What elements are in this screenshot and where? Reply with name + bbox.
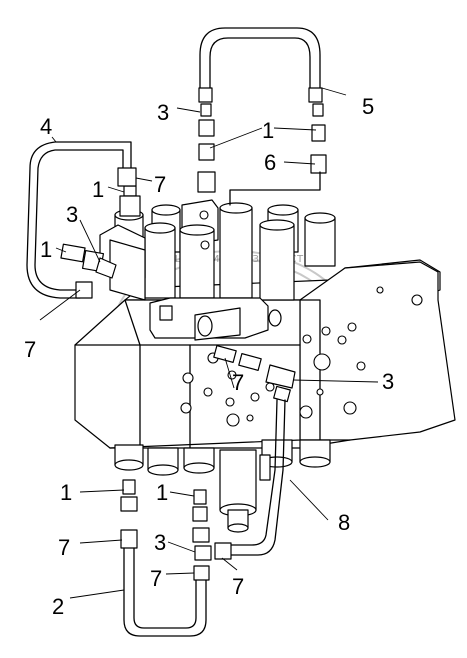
callout-7-bottom-left: 7 bbox=[58, 535, 70, 560]
callout-3-left: 3 bbox=[66, 202, 78, 227]
callout-3-bottom: 3 bbox=[154, 530, 166, 555]
bottom-mid-fittings bbox=[192, 489, 212, 581]
callout-7-center: 7 bbox=[232, 370, 244, 395]
hose-4 bbox=[26, 141, 137, 299]
top-fittings bbox=[119, 103, 327, 217]
callout-1-left-mid: 1 bbox=[40, 237, 52, 262]
callout-4: 4 bbox=[40, 114, 52, 139]
port-holes bbox=[180, 286, 423, 427]
callout-1-left-upper: 1 bbox=[92, 177, 104, 202]
callout-2: 2 bbox=[52, 594, 64, 619]
callout-1-bottom-left: 1 bbox=[60, 480, 72, 505]
callout-3-top: 3 bbox=[157, 100, 169, 125]
callout-8: 8 bbox=[338, 510, 350, 535]
callout-1-bottom-mid: 1 bbox=[156, 480, 168, 505]
callout-7-bottom-mid: 7 bbox=[150, 566, 162, 591]
callout-labels: 5 3 1 1 6 4 7 1 3 1 7 7 3 8 1 1 7 3 7 7 … bbox=[24, 94, 394, 619]
hose-5 bbox=[198, 27, 323, 103]
leader-lines bbox=[39, 87, 379, 599]
hose-2 bbox=[120, 479, 207, 637]
valve-cartridges bbox=[99, 199, 336, 301]
callout-7-top: 7 bbox=[154, 172, 166, 197]
callout-3-right: 3 bbox=[382, 369, 394, 394]
callout-6: 6 bbox=[264, 150, 276, 175]
left-fittings bbox=[60, 243, 117, 279]
callout-7-left: 7 bbox=[24, 337, 36, 362]
callout-7-bottom-right: 7 bbox=[232, 574, 244, 599]
callout-1-top-mid: 1 bbox=[262, 118, 274, 143]
center-fittings bbox=[213, 345, 296, 403]
callout-5: 5 bbox=[362, 94, 374, 119]
hose-8 bbox=[214, 399, 286, 560]
bottom-ports bbox=[114, 439, 331, 533]
side-solenoid bbox=[149, 297, 282, 341]
